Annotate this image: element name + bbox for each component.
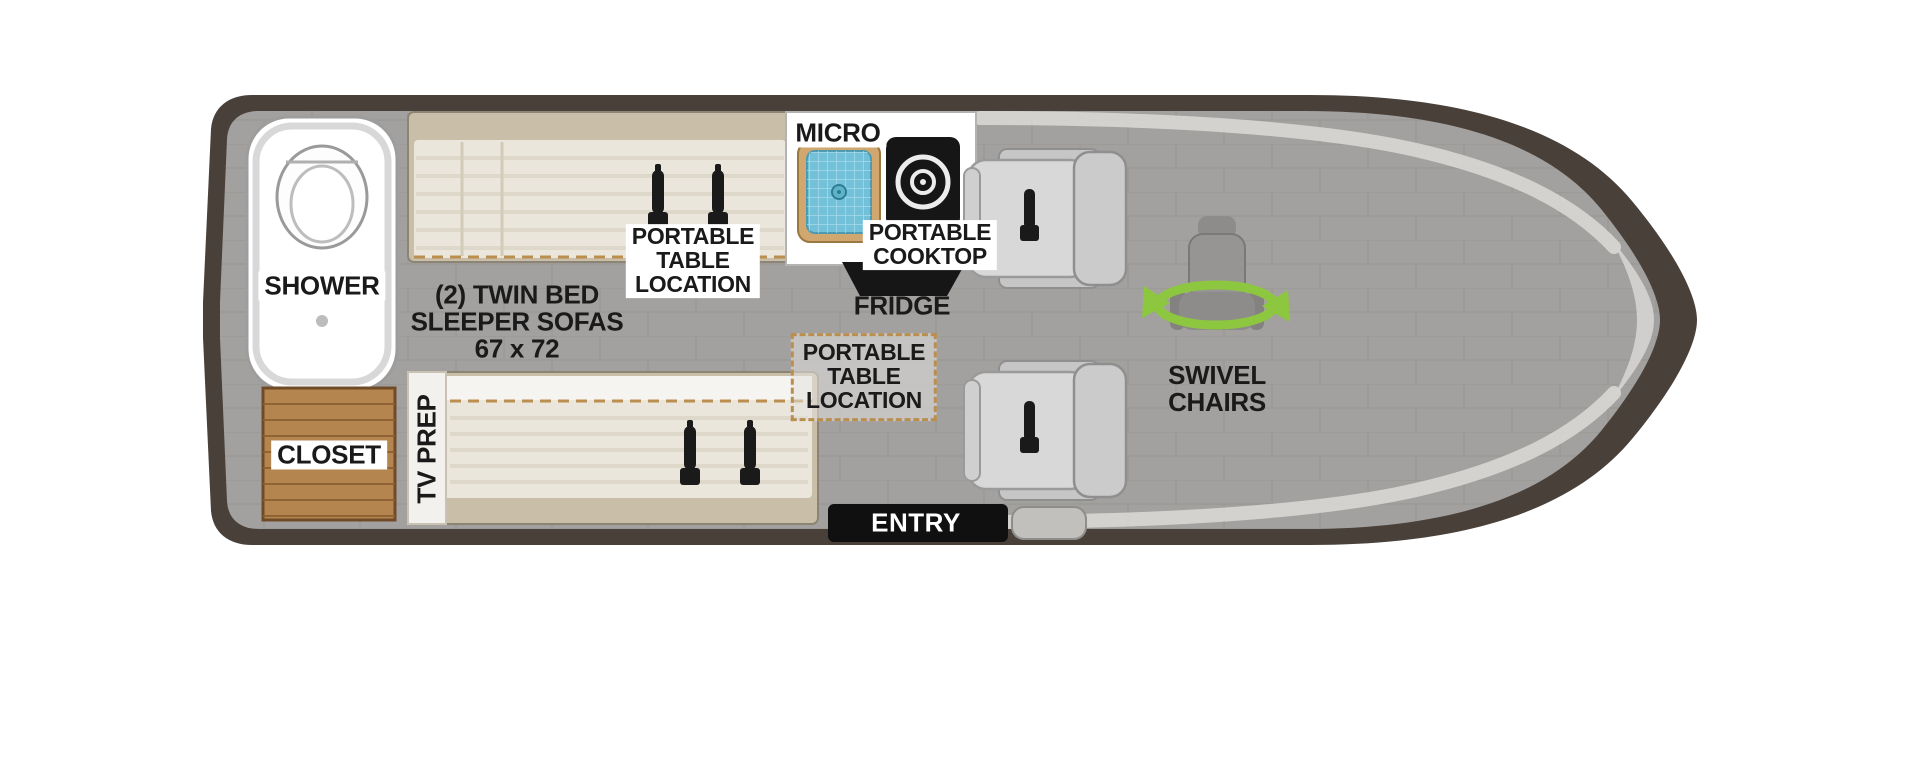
rotate-arrow-icon	[1142, 280, 1290, 330]
shower-label: SHOWER	[258, 271, 386, 301]
entry-label: ENTRY	[871, 507, 961, 538]
sleeper-sofa-label-line1: (2) TWIN BED	[435, 279, 599, 310]
portable-table-location-1: PORTABLE TABLE LOCATION	[625, 223, 761, 298]
portable-cooktop-line2: COOKTOP	[873, 243, 987, 269]
tv-prep-label: TV PREP	[411, 394, 442, 504]
micro-label: MICRO	[789, 118, 887, 148]
portable-table-2-line2: TABLE	[827, 363, 901, 390]
portable-table-2-line3: LOCATION	[806, 386, 922, 413]
sleeper-sofa-label-line2: SLEEPER SOFAS	[410, 306, 624, 337]
fridge-unit	[842, 262, 966, 296]
drain-icon	[316, 315, 328, 327]
tv-prep-panel	[407, 371, 447, 525]
swivel-chairs-line2: CHAIRS	[1168, 387, 1266, 417]
shower-stall	[245, 115, 399, 393]
swivel-chairs-line1: SWIVEL	[1168, 359, 1266, 390]
portable-cooktop-label: PORTABLE COOKTOP	[862, 219, 998, 270]
cooktop-burner-icon	[886, 137, 960, 228]
closet-label: CLOSET	[271, 440, 387, 470]
fridge-label: FRIDGE	[853, 290, 951, 321]
portable-table-2-line1: PORTABLE	[802, 339, 926, 366]
windshield-band-top	[973, 111, 1621, 254]
portable-cooktop-line1: PORTABLE	[868, 219, 992, 246]
sleeper-sofa-label-line3: 67 x 72	[474, 333, 560, 364]
nose-highlight	[1612, 240, 1654, 400]
portable-table-1-line3: LOCATION	[635, 270, 751, 297]
toilet-icon	[275, 144, 369, 250]
windshield-band-bottom	[973, 386, 1621, 529]
entry-step	[1011, 506, 1087, 540]
sleeper-sofa-label: (2) TWIN BED SLEEPER SOFAS 67 x 72	[411, 281, 624, 362]
twin-bed-bottom	[407, 371, 819, 525]
swivel-chairs-label: SWIVEL CHAIRS	[1168, 359, 1266, 417]
portable-table-location-2: PORTABLE TABLE LOCATION	[790, 333, 938, 421]
entry-door	[828, 504, 1008, 542]
portable-table-1-line2: TABLE	[656, 247, 730, 274]
captain-chair-bottom	[962, 359, 1128, 502]
portable-table-1-line1: PORTABLE	[631, 223, 755, 250]
